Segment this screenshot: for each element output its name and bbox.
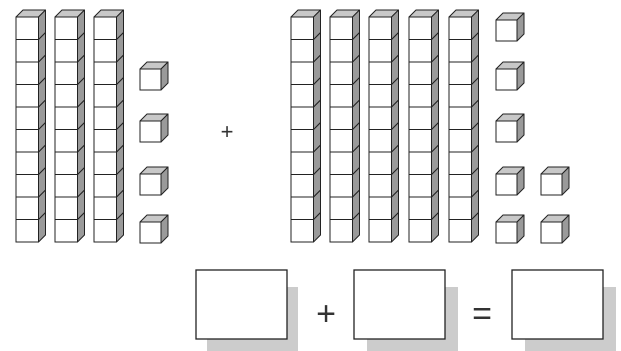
left-unit-cube <box>139 214 169 244</box>
left-tens-rod-unit <box>93 9 124 40</box>
left-tens-rod <box>93 9 124 243</box>
right-unit-cube <box>495 113 525 143</box>
left-unit-cube <box>139 61 169 91</box>
answer-box-3-frame <box>511 269 604 340</box>
right-tens-rod <box>408 9 439 243</box>
left-unit-cube <box>139 166 169 196</box>
right-tens-rod <box>448 9 479 243</box>
right-unit-cube <box>495 166 525 196</box>
answer-box-1[interactable] <box>195 269 298 351</box>
plus-sign-equation: + <box>316 295 336 333</box>
equation-row: + = <box>195 269 616 351</box>
left-tens-rod-unit <box>54 9 85 40</box>
right-tens-rod-unit <box>290 212 321 243</box>
equals-sign: = <box>472 295 492 333</box>
answer-box-2-frame <box>353 269 446 340</box>
right-unit-cube <box>540 166 570 196</box>
right-tens-rod <box>368 9 399 243</box>
answer-box-2[interactable] <box>353 269 458 351</box>
right-tens-rod-unit <box>329 9 360 40</box>
plus-sign-between-groups: + <box>221 119 234 144</box>
answer-box-3[interactable] <box>511 269 616 351</box>
right-unit-cube <box>495 61 525 91</box>
right-tens-rod-unit <box>290 9 321 40</box>
left-tens-rod-unit <box>15 99 46 130</box>
left-tens-rod <box>15 9 46 243</box>
left-tens-rod-unit <box>15 9 46 40</box>
right-unit-cube <box>495 214 525 244</box>
right-tens-rod-unit <box>368 9 399 40</box>
right-unit-cube <box>540 214 570 244</box>
left-base-ten-group <box>15 9 169 244</box>
right-tens-rod-unit <box>408 9 439 40</box>
right-tens-rod-unit <box>448 9 479 40</box>
right-unit-cube <box>495 12 525 42</box>
left-tens-rod <box>54 9 85 243</box>
answer-box-1-frame <box>195 269 288 340</box>
left-unit-cube <box>139 113 169 143</box>
right-tens-rod <box>329 9 360 243</box>
right-tens-rod <box>290 9 321 243</box>
right-base-ten-group <box>290 9 570 244</box>
